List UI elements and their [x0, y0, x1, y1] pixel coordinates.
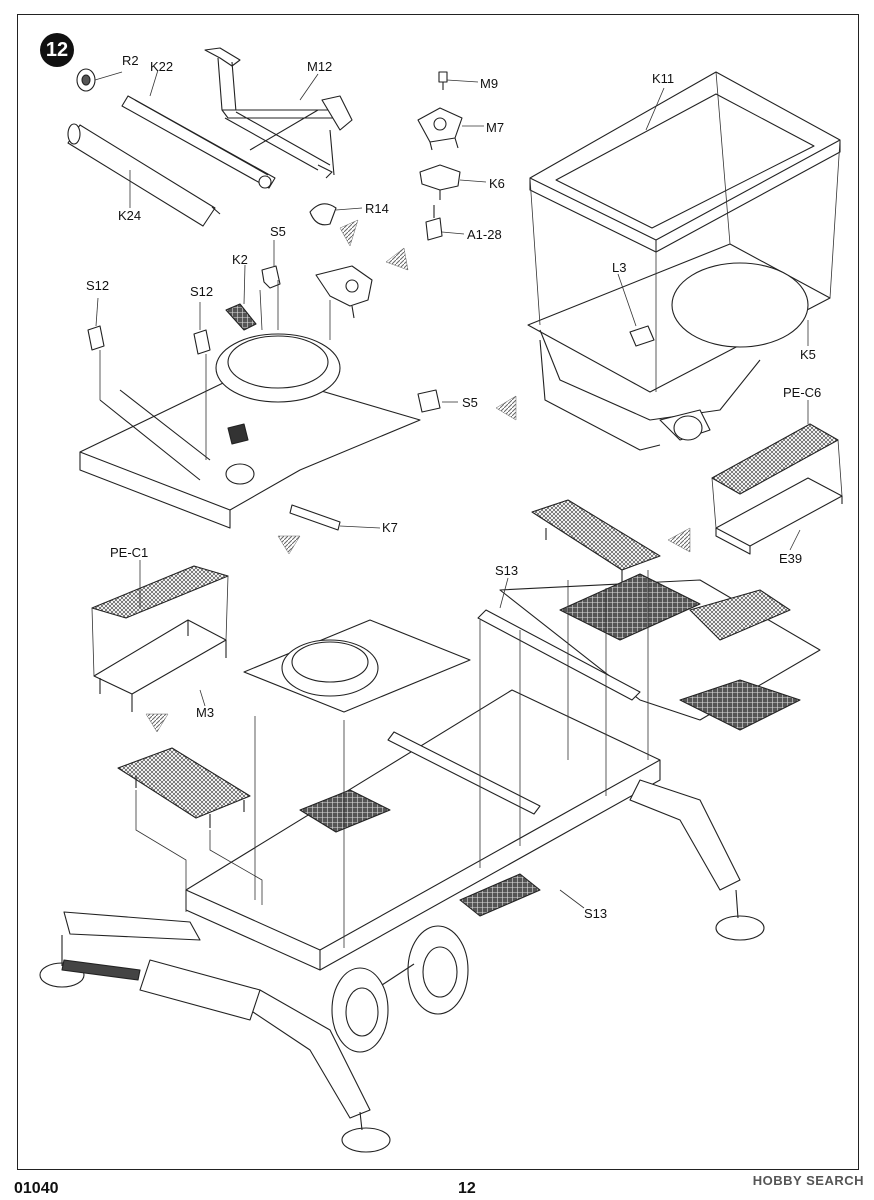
part-k22-rod — [121, 95, 276, 189]
label-k24: K24 — [118, 208, 142, 223]
outrigger-right — [629, 779, 765, 941]
part-k5-tray — [527, 243, 831, 451]
label-k2: K2 — [232, 252, 248, 267]
turntable-base-assembly — [79, 333, 421, 529]
label-s12-left: S12 — [86, 278, 110, 293]
part-k6-bracket — [419, 164, 461, 200]
label-r2: R2 — [122, 53, 139, 68]
part-s5-side — [417, 389, 441, 413]
label-s13-top: S13 — [495, 563, 519, 578]
part-l3 — [629, 325, 655, 347]
label-k11: K11 — [652, 71, 675, 86]
part-s12-left — [87, 325, 105, 351]
part-k24-cylinder — [67, 123, 221, 227]
direction-arrows — [145, 219, 691, 733]
part-m3-tray — [93, 619, 227, 712]
part-grate-lower-left — [117, 747, 251, 828]
label-s13-bottom: S13 — [584, 906, 608, 921]
label-k7: K7 — [382, 520, 398, 535]
label-a1-28: A1-28 — [467, 227, 502, 242]
label-l3: L3 — [612, 260, 627, 275]
label-m9: M9 — [480, 76, 499, 91]
label-k22: K22 — [150, 59, 174, 74]
label-k5: K5 — [800, 347, 816, 362]
part-pe-c1-mesh — [91, 565, 229, 619]
part-m7-mount — [417, 107, 463, 151]
part-m12-frame — [204, 47, 353, 179]
part-s5-bracket — [315, 265, 373, 319]
part-s5-top — [261, 265, 281, 289]
label-m12: M12 — [307, 59, 333, 74]
part-k11-frame — [529, 71, 841, 253]
label-pe-c1: PE-C1 — [110, 545, 149, 560]
outrigger-left — [39, 911, 201, 988]
part-m9-knob — [438, 71, 448, 90]
part-k2 — [225, 303, 257, 331]
trailer-chassis — [185, 573, 821, 971]
step-number-badge: 12 — [40, 33, 74, 67]
outrigger-front — [139, 959, 391, 1153]
label-m7: M7 — [486, 120, 505, 135]
product-code: 01040 — [14, 1180, 59, 1197]
part-a1-28 — [425, 205, 443, 241]
label-pe-c6: PE-C6 — [783, 385, 822, 400]
part-grate-upper — [531, 499, 661, 582]
label-k6: K6 — [489, 176, 505, 191]
label-s5-side: S5 — [462, 395, 478, 410]
part-k7 — [289, 504, 341, 531]
label-r14: R14 — [365, 201, 389, 216]
label-m3: M3 — [196, 705, 215, 720]
label-s12-right: S12 — [190, 284, 214, 299]
page-number: 12 — [458, 1180, 476, 1197]
label-e39: E39 — [779, 551, 803, 566]
part-r14 — [309, 203, 337, 226]
part-r2-washer — [76, 68, 96, 92]
trailer-wheels — [331, 925, 469, 1053]
watermark: HOBBY SEARCH — [752, 1173, 864, 1188]
leader-lines — [91, 69, 843, 948]
page-border — [17, 14, 859, 1170]
label-s5-top: S5 — [270, 224, 286, 239]
part-s12-right — [193, 329, 211, 355]
